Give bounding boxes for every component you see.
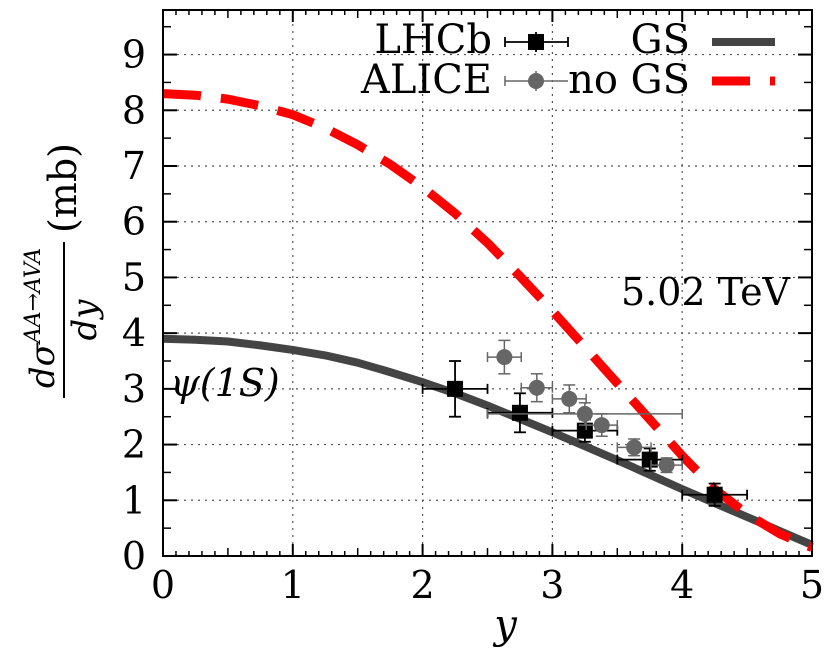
axis-ticks (162, 10, 813, 557)
y-tick-label: 7 (122, 144, 146, 188)
y-tick-label: 1 (122, 478, 146, 522)
data-point-alice (496, 349, 513, 366)
legend-label-lhcb: LHCb (374, 17, 492, 63)
x-tick-label: 2 (411, 563, 435, 607)
legend-label-gs: GS (631, 17, 690, 63)
x-tick-label: 4 (670, 563, 694, 607)
x-axis-label: y (492, 602, 518, 648)
legend-swatch-lhcb (528, 34, 544, 50)
data-point-alice (626, 439, 643, 456)
state-annotation: ψ(1S) (170, 361, 280, 405)
y-tick-label: 6 (122, 200, 146, 244)
x-tick-label: 1 (281, 563, 305, 607)
y-label-denominator: dy (65, 299, 105, 341)
data-point-lhcb (511, 404, 528, 421)
data-point-alice (576, 405, 593, 422)
curves (162, 89, 814, 552)
x-tick-label: 5 (800, 563, 824, 607)
series-line-no-gs (162, 89, 814, 552)
legend-swatches (504, 32, 775, 91)
legend-label-no-gs: no GS (568, 57, 690, 103)
x-tick-label: 3 (540, 563, 564, 607)
data-point-alice (528, 379, 545, 396)
y-axis-label: dσAA→AVA dy (mb) (21, 143, 105, 398)
x-tick-label: 0 (151, 563, 175, 607)
energy-annotation: 5.02 TeV (621, 270, 791, 314)
y-tick-label: 3 (122, 367, 146, 411)
data-points (421, 339, 748, 507)
y-tick-label: 8 (122, 88, 146, 132)
y-label-d-sigma: dσ (23, 342, 63, 388)
y-tick-label: 9 (122, 33, 146, 77)
y-label-superscript: AA→AVA (21, 248, 46, 345)
y-tick-label: 4 (122, 311, 146, 355)
data-point-lhcb (447, 380, 464, 397)
data-point-alice (658, 457, 675, 474)
legend: LHCb ALICE GS no GS (360, 17, 775, 103)
data-point-lhcb (706, 486, 723, 503)
legend-swatch-alice (528, 73, 544, 89)
legend-label-alice: ALICE (360, 57, 492, 103)
y-tick-label: 0 (122, 534, 146, 578)
series-line-gs (162, 334, 814, 549)
y-tick-label: 2 (122, 423, 146, 467)
y-label-unit: (mb) (41, 143, 85, 233)
data-point-alice (561, 390, 578, 407)
y-axis-label-numerator: dσAA→AVA (21, 248, 63, 388)
data-point-lhcb (641, 451, 658, 468)
y-tick-label: 5 (122, 255, 146, 299)
data-point-alice (593, 417, 610, 434)
data-point-lhcb (576, 422, 593, 439)
